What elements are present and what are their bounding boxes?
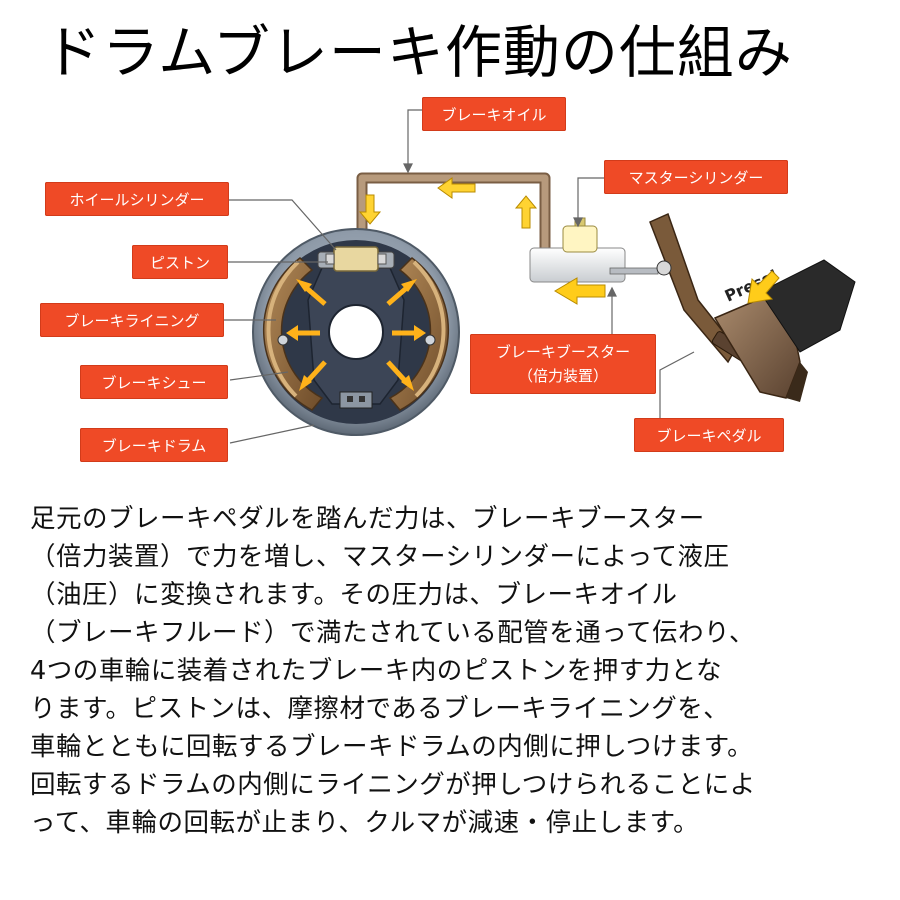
description-line: 4つの車輪に装着されたブレーキ内のピストンを押す力とな [30,656,722,686]
description-line: って、車輪の回転が止まり、クルマが減速・停止します。 [30,808,700,838]
description-line: 車輪とともに回転するブレーキドラムの内側に押しつけます。 [30,732,754,762]
label-wheel-cylinder: ホイールシリンダー [45,182,229,216]
description-line: 足元のブレーキペダルを踏んだ力は、ブレーキブースター [30,504,705,534]
force-arrow-upper-left-icon [296,279,327,306]
booster-arrow-left-icon [554,277,606,305]
label-brake-shoe: ブレーキシュー [80,365,228,399]
force-arrow-mid-left-icon [286,325,320,341]
force-arrow-lower-right-icon [386,360,414,391]
force-arrow-mid-right-icon [392,325,426,341]
master-cylinder [529,217,659,283]
label-master-cylinder: マスターシリンダー [604,160,788,194]
description-line: 回転するドラムの内側にライニングが押しつけられることによ [30,770,756,800]
flow-arrow-down-left-icon [358,194,382,225]
page-title: ドラムブレーキ作動の仕組み [44,20,793,86]
description-line: ります。ピストンは、摩擦材であるブレーキライニングを、 [30,694,730,724]
description-text: 足元のブレーキペダルを踏んだ力は、ブレーキブースター （倍力装置）で力を増し、マ… [30,500,880,842]
label-piston: ピストン [132,245,228,279]
brake-oil-pipe [356,172,551,248]
description-line: （倍力装置）で力を増し、マスターシリンダーによって液圧 [30,542,730,572]
description-line: （ブレーキフルード）で満たされている配管を通って伝わり、 [30,618,755,648]
label-brake-pedal: ブレーキペダル [634,418,784,452]
flow-arrow-up-icon [514,195,538,229]
leader-lines [224,109,695,444]
label-brake-booster-sub: （倍力装置） [517,367,608,385]
foot-shoe [713,259,856,402]
force-arrow-lower-left-icon [299,360,327,391]
piston [325,246,387,272]
label-brake-lining: ブレーキライニング [40,303,224,337]
label-brake-drum: ブレーキドラム [80,428,228,462]
press-arrow-icon [747,270,780,304]
description-line: （油圧）に変換されます。その圧力は、ブレーキオイル [30,580,678,610]
brake-lining [266,260,446,398]
label-brake-booster: ブレーキブースター （倍力装置） [470,334,656,394]
label-brake-oil: ブレーキオイル [422,97,566,131]
backing-plate [277,267,436,409]
label-brake-booster-name: ブレーキブースター [495,343,631,361]
force-arrow-upper-right-icon [386,279,417,306]
flow-arrow-left-icon [437,177,476,199]
